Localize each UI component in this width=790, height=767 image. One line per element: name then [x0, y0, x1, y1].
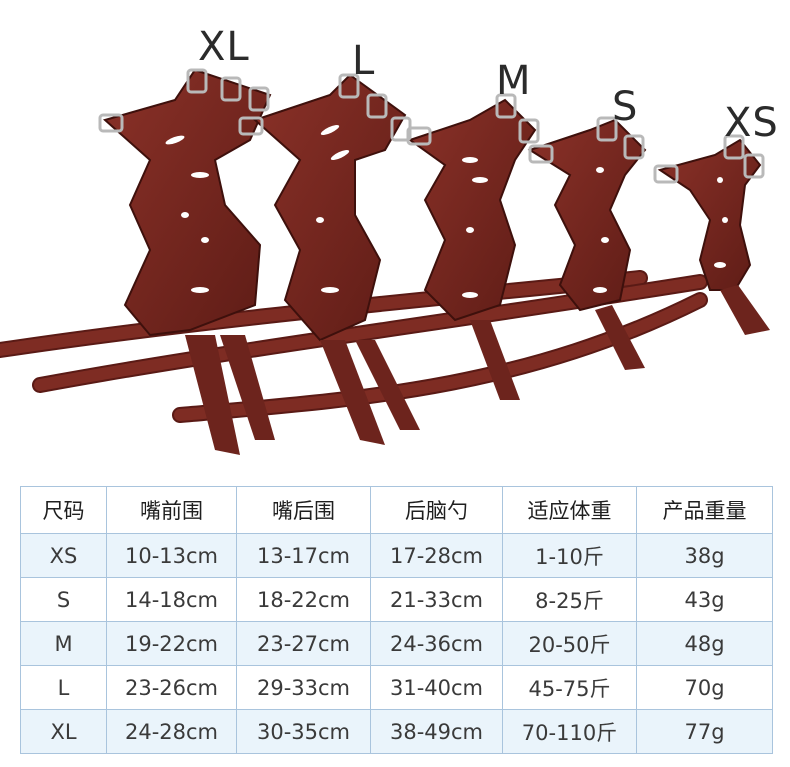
cell-fit-weight: 1-10斤 — [502, 533, 637, 578]
cell-product-weight: 48g — [636, 621, 773, 666]
cell-back-of-head: 31-40cm — [370, 665, 503, 710]
cell-muzzle-front: 14-18cm — [106, 577, 237, 622]
vent-holes — [165, 124, 728, 298]
cell-muzzle-back: 23-27cm — [236, 621, 371, 666]
header-product-weight: 产品重量 — [636, 486, 773, 534]
cell-muzzle-front: 23-26cm — [106, 665, 237, 710]
table-row: XS 10-13cm 13-17cm 17-28cm 1-10斤 38g — [20, 533, 773, 578]
cell-product-weight: 70g — [636, 665, 773, 710]
header-fit-weight: 适应体重 — [502, 486, 637, 534]
cell-muzzle-back: 30-35cm — [236, 709, 371, 754]
table-row: XL 24-28cm 30-35cm 38-49cm 70-110斤 77g — [20, 709, 773, 754]
cell-fit-weight: 70-110斤 — [502, 709, 637, 754]
cell-size: S — [20, 577, 107, 622]
product-photo — [0, 68, 770, 455]
cell-muzzle-back: 29-33cm — [236, 665, 371, 710]
muzzle-s — [527, 118, 647, 370]
cell-product-weight: 43g — [636, 577, 773, 622]
size-chart: 尺码 嘴前围 嘴后围 后脑勺 适应体重 产品重量 XS 10-13cm 13-1… — [20, 486, 773, 754]
cell-muzzle-front: 24-28cm — [106, 709, 237, 754]
size-label-xl: XL — [198, 24, 250, 70]
cell-fit-weight: 8-25斤 — [502, 577, 637, 622]
cell-product-weight: 38g — [636, 533, 773, 578]
size-table: 尺码 嘴前围 嘴后围 后脑勺 适应体重 产品重量 XS 10-13cm 13-1… — [20, 486, 773, 754]
table-row: S 14-18cm 18-22cm 21-33cm 8-25斤 43g — [20, 577, 773, 622]
cell-fit-weight: 45-75斤 — [502, 665, 637, 710]
size-label-xs: XS — [724, 100, 779, 146]
table-row: M 19-22cm 23-27cm 24-36cm 20-50斤 48g — [20, 621, 773, 666]
cell-size: L — [20, 665, 107, 710]
cell-product-weight: 77g — [636, 709, 773, 754]
muzzle-l — [253, 73, 420, 445]
cell-back-of-head: 38-49cm — [370, 709, 503, 754]
header-muzzle-back: 嘴后围 — [236, 486, 371, 534]
cell-size: XS — [20, 533, 107, 578]
muzzle-xs — [657, 138, 770, 335]
buckles — [98, 68, 765, 184]
header-muzzle-front: 嘴前围 — [106, 486, 237, 534]
cell-back-of-head: 21-33cm — [370, 577, 503, 622]
muzzle-m — [407, 98, 537, 400]
cell-size: XL — [20, 709, 107, 754]
muzzle-xl — [102, 68, 275, 455]
cell-muzzle-front: 19-22cm — [106, 621, 237, 666]
table-header-row: 尺码 嘴前围 嘴后围 后脑勺 适应体重 产品重量 — [20, 486, 773, 534]
cell-muzzle-back: 18-22cm — [236, 577, 371, 622]
cell-size: M — [20, 621, 107, 666]
size-label-s: S — [612, 84, 639, 130]
cell-muzzle-back: 13-17cm — [236, 533, 371, 578]
cell-back-of-head: 24-36cm — [370, 621, 503, 666]
header-size: 尺码 — [20, 486, 107, 534]
header-back-of-head: 后脑勺 — [370, 486, 503, 534]
cell-muzzle-front: 10-13cm — [106, 533, 237, 578]
size-label-m: M — [496, 58, 532, 104]
table-row: L 23-26cm 29-33cm 31-40cm 45-75斤 70g — [20, 665, 773, 710]
cell-back-of-head: 17-28cm — [370, 533, 503, 578]
cell-fit-weight: 20-50斤 — [502, 621, 637, 666]
size-label-l: L — [352, 38, 376, 84]
